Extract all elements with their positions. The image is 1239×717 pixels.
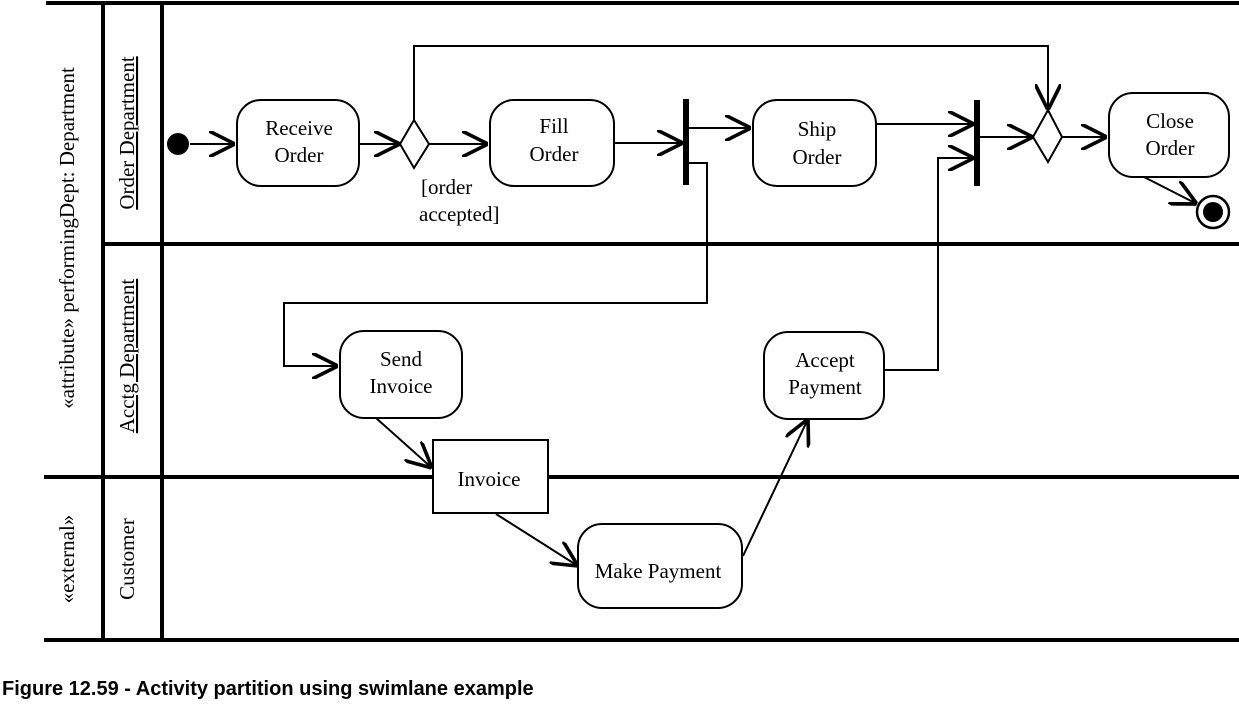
figure-caption: Figure 12.59 - Activity partition using …	[2, 678, 534, 700]
action-make-payment	[577, 523, 743, 609]
lane-label-acctg-department: Acctg Department	[115, 279, 139, 434]
flow-send-invoice-to-invoice	[375, 417, 432, 468]
close-order-label-line2: Order	[1146, 136, 1195, 160]
initial-node	[167, 133, 189, 155]
accept-payment-label-line2: Payment	[788, 375, 862, 399]
ship-order-label-line2: Order	[793, 145, 842, 169]
lane-label-customer: Customer	[115, 518, 139, 600]
outer-partition-label: «attribute» performingDept: Department	[55, 67, 79, 409]
fill-order-label-line2: Order	[530, 142, 579, 166]
swimlane-activity-diagram: «attribute» performingDept: Department «…	[44, 1, 1239, 642]
join-bar	[974, 100, 980, 186]
lane-label-order-department: Order Department	[115, 56, 139, 210]
flow-make-payment-to-accept	[742, 419, 808, 557]
flow-close-to-final	[1143, 176, 1197, 204]
action-close-order	[1108, 92, 1230, 178]
flow-fork-to-send-invoice	[283, 162, 708, 366]
receive-order-label-line1: Receive	[265, 116, 333, 140]
fill-order-label-line1: Fill	[539, 114, 568, 138]
flow-accept-payment-to-join	[884, 158, 974, 371]
swimlane-frame	[44, 1, 1239, 642]
ship-order-label-line1: Ship	[798, 117, 837, 141]
accept-payment-label-line1: Accept	[795, 348, 855, 372]
make-payment-label: Make Payment	[595, 559, 722, 583]
merge-node	[1031, 107, 1064, 164]
decision-node	[398, 118, 431, 170]
close-order-label-line1: Close	[1146, 109, 1194, 133]
action-send-invoice	[339, 330, 463, 419]
send-invoice-label-line2: Invoice	[370, 374, 433, 398]
guard-label-line1: [order	[421, 175, 472, 199]
activity-final-node	[1195, 194, 1231, 230]
action-receive-order	[236, 99, 360, 187]
guard-label-line2: accepted]	[419, 202, 499, 226]
flow-decision-to-merge	[413, 45, 1048, 120]
invoice-label: Invoice	[458, 467, 521, 491]
receive-order-label-line2: Order	[275, 143, 324, 167]
action-fill-order	[489, 99, 615, 187]
external-partition-label: «external»	[55, 515, 79, 604]
flow-invoice-to-make-payment	[495, 513, 578, 566]
action-ship-order	[752, 99, 877, 187]
control-flows	[190, 45, 1197, 566]
fork-bar	[683, 99, 689, 185]
send-invoice-label-line1: Send	[380, 347, 423, 371]
object-node-invoice	[432, 439, 549, 514]
action-accept-payment	[763, 331, 885, 420]
